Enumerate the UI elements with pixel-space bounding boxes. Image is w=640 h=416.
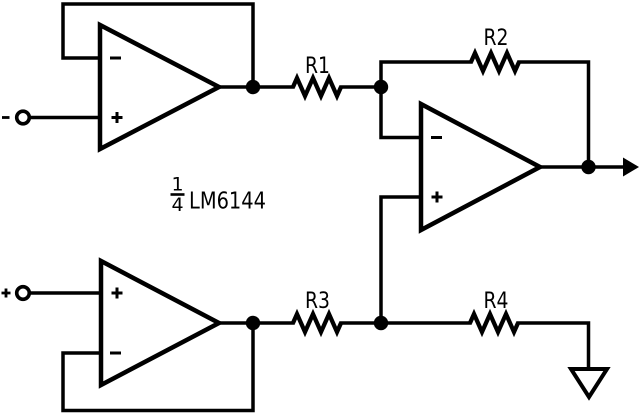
junction-dot [373, 79, 389, 95]
part-number-label: LM6144 [189, 189, 266, 215]
resistor-r2 [469, 47, 521, 77]
labels: R1 R2 R3 R4 1 4 LM6144 [170, 26, 509, 314]
ground-icon [567, 367, 611, 401]
junction-dot [245, 315, 261, 331]
opamp-triangle [98, 257, 224, 389]
opamp-bottom-buffer [98, 257, 224, 389]
junction-dot [245, 79, 261, 95]
junction-dot [581, 159, 596, 175]
resistor-r4 [468, 308, 520, 338]
plus-icon [111, 287, 123, 299]
input-terminal-circle [14, 284, 32, 302]
wire-node-to-noninverting-input [379, 195, 425, 325]
plus-icon [431, 191, 443, 203]
terminal-inverting-input [2, 109, 32, 126]
resistor-label-r4: R4 [484, 289, 509, 314]
wires [28, 2, 626, 413]
part-annotation: 1 4 LM6144 [170, 174, 266, 216]
junction-dot [373, 315, 389, 331]
input-terminal-circle [14, 109, 32, 126]
resistor-label-r1: R1 [305, 54, 330, 79]
output-arrow-icon [623, 157, 639, 177]
fraction-denominator: 4 [171, 194, 183, 216]
plus-icon [1, 288, 11, 298]
wire-feedback-bottom-buffer [61, 321, 255, 413]
wire-feedback-top-buffer [61, 2, 255, 89]
opamp-triangle [97, 21, 224, 153]
plus-icon [111, 112, 123, 123]
resistor-label-r2: R2 [484, 26, 509, 51]
resistor-label-r3: R3 [305, 289, 330, 314]
terminal-noninverting-input [1, 284, 32, 302]
resistors [291, 47, 521, 338]
opamp-top-buffer [97, 21, 224, 153]
wire-node-to-inverting-input [379, 60, 473, 140]
resistor-r3 [291, 308, 343, 338]
opamp-triangle [418, 100, 545, 234]
fraction-numerator: 1 [171, 174, 183, 196]
wire-r4-to-ground [516, 321, 591, 371]
junction-dots [245, 79, 596, 331]
wire-r2-to-output-node [517, 60, 591, 169]
resistor-r1 [291, 72, 343, 102]
opamp-output-amp [418, 100, 545, 234]
